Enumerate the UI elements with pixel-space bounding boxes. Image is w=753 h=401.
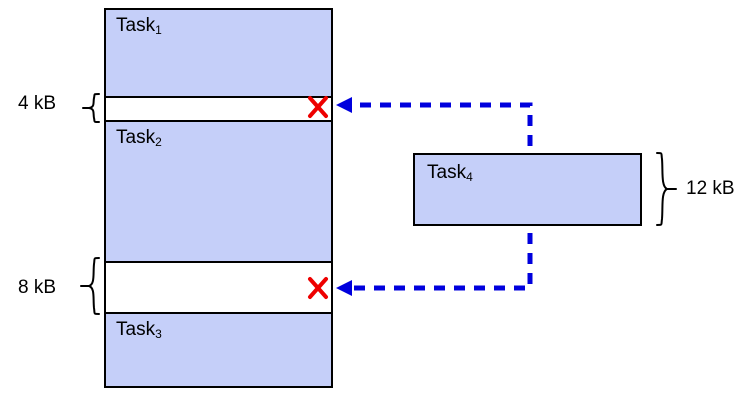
task4-label: Task4 [427, 162, 473, 184]
memory-segment-task3-label: Task3 [116, 319, 162, 341]
memory-column: Task1 Task2 Task3 [104, 8, 333, 388]
memory-segment-task2: Task2 [106, 122, 331, 261]
cross-icon-8kb-gap [308, 277, 328, 299]
memory-segment-task2-label: Task2 [116, 127, 162, 149]
brace-4kb [82, 93, 100, 123]
brace-8kb [80, 257, 100, 315]
memory-segment-task3: Task3 [106, 314, 331, 386]
divider-task2-gap8 [106, 261, 331, 263]
brace-12kb [656, 152, 677, 226]
memory-segment-free-4kb [106, 98, 331, 120]
memory-segment-free-8kb [106, 263, 331, 312]
size-label-8kb: 8 kB [18, 277, 57, 298]
task4-box: Task4 [413, 153, 642, 226]
divider-task1-gap4 [106, 96, 331, 98]
memory-segment-task1-label: Task1 [116, 15, 162, 37]
size-label-12kb: 12 kB [686, 178, 735, 199]
divider-gap8-task3 [106, 312, 331, 314]
memory-segment-task1: Task1 [106, 10, 331, 96]
divider-gap4-task2 [106, 120, 331, 122]
size-label-4kb: 4 kB [18, 93, 57, 114]
cross-icon-4kb-gap [308, 96, 328, 118]
